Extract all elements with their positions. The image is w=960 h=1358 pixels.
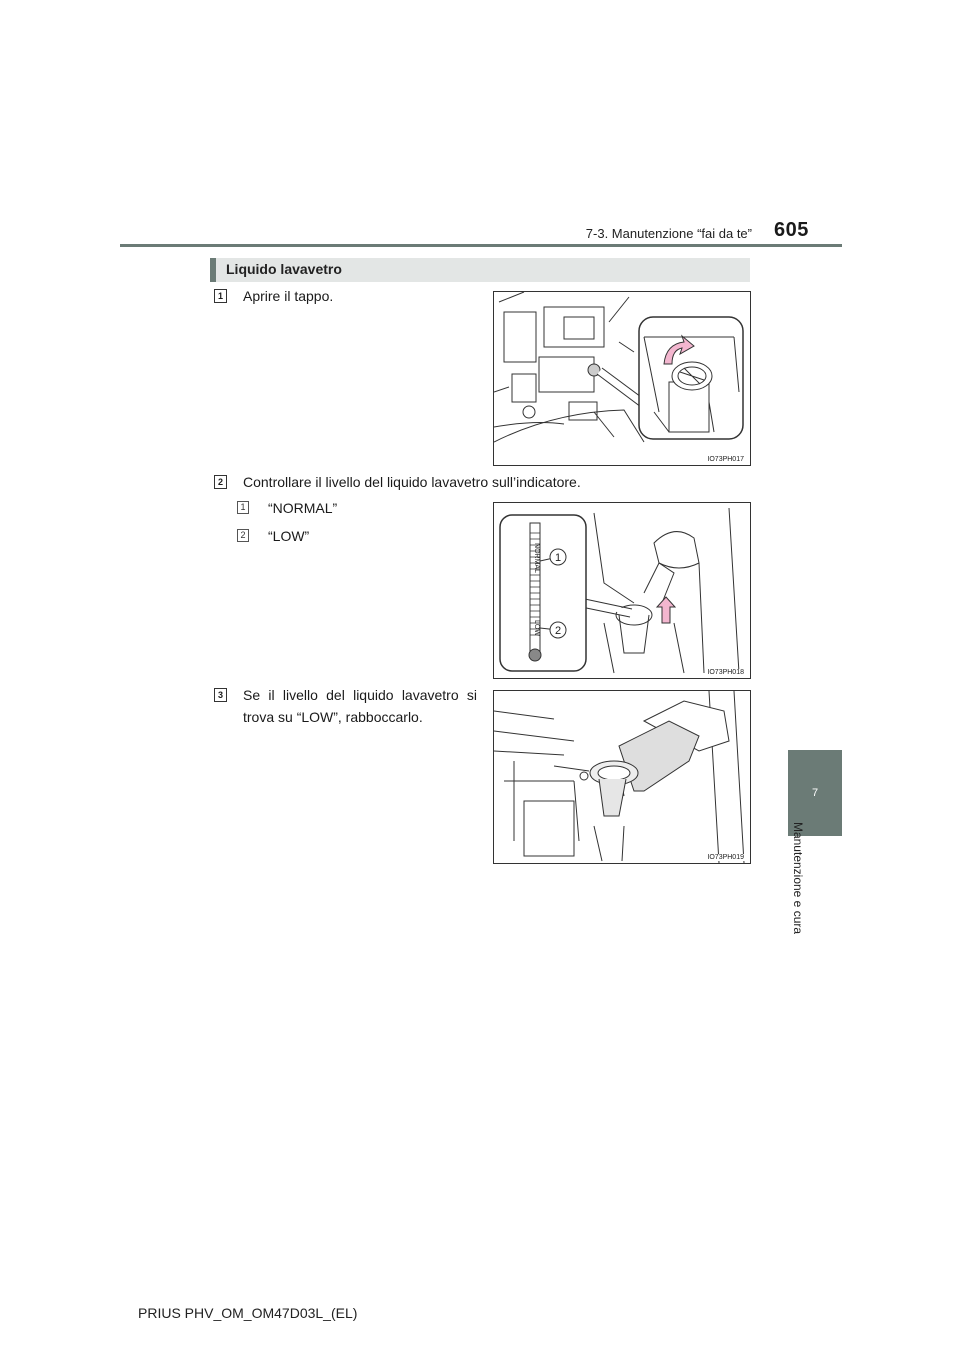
step-2-text: Controllare il livello del liquido lavav…: [243, 474, 581, 490]
step-3-number: 3: [214, 688, 227, 702]
step-1-text: Aprire il tappo.: [243, 288, 334, 304]
subitem-2-number: 2: [237, 529, 249, 542]
section-heading-bar: [210, 258, 216, 282]
subitem-2-text: “LOW”: [268, 528, 310, 544]
subitem-1-number: 1: [237, 501, 249, 514]
figure-refill: IO73PH019: [493, 690, 751, 864]
page-number: 605: [774, 219, 809, 241]
step-1-number: 1: [214, 289, 227, 303]
header-divider: [120, 244, 842, 247]
header-section-title: 7-3. Manutenzione “fai da te”: [585, 226, 752, 241]
figure-open-cap: IO73PH017: [493, 291, 751, 466]
chapter-label: Manutenzione e cura: [783, 818, 813, 938]
step-2-number: 2: [214, 475, 227, 489]
figure-2-code: IO73PH018: [705, 669, 746, 676]
callout-1: 1: [555, 552, 561, 564]
figure-check-level: NORMAL LOW 1 2 IO73PH018: [493, 502, 751, 679]
step-3-text-line-1: Se il livello del liquido lavavetro si: [243, 687, 477, 703]
engine-bay-cap-illustration: [494, 292, 744, 443]
chapter-label-text: Manutenzione e cura: [791, 821, 805, 935]
footer-document-id: PRIUS PHV_OM_OM47D03L_(EL): [138, 1305, 358, 1321]
section-heading-title: Liquido lavavetro: [226, 261, 342, 277]
chapter-tab: 7: [788, 750, 842, 836]
section-heading: Liquido lavavetro: [210, 258, 750, 282]
figure-3-code: IO73PH019: [705, 854, 746, 861]
gauge-normal-label: NORMAL: [533, 543, 540, 573]
refill-illustration: [494, 691, 745, 863]
subitem-1-text: “NORMAL”: [268, 500, 338, 516]
callout-2: 2: [555, 625, 561, 637]
dipstick-level-illustration: NORMAL LOW 1 2: [499, 507, 740, 674]
figure-1-code: IO73PH017: [705, 456, 746, 463]
step-3-text-line-2: trova su “LOW”, rabboccarlo.: [243, 709, 423, 725]
gauge-low-label: LOW: [533, 620, 540, 636]
